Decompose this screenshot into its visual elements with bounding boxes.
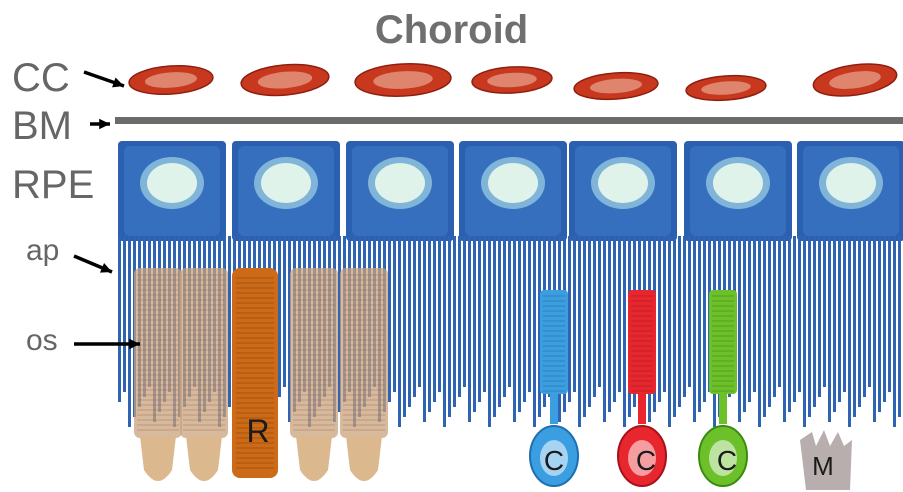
rod-inner-segment xyxy=(346,436,382,481)
rpe-nucleus xyxy=(713,163,763,203)
rpe-label: RPE xyxy=(12,163,94,208)
bm-label: BM xyxy=(12,104,72,149)
muller-cell-label: M xyxy=(803,451,843,482)
rpe-nucleus xyxy=(147,163,197,203)
os-label: os xyxy=(26,324,58,358)
red-cone-label: C xyxy=(626,445,666,477)
cone-stalk xyxy=(638,394,646,424)
rpe-nucleus xyxy=(488,163,538,203)
rod-outer-segment xyxy=(180,268,228,438)
rod-inner-segment xyxy=(140,436,176,481)
rod-label: R xyxy=(238,413,278,450)
green-cone-label: C xyxy=(707,445,747,477)
rod-inner-segment xyxy=(186,436,222,481)
diagram-title: Choroid xyxy=(0,8,903,53)
rpe-nucleus xyxy=(261,163,311,203)
rod-outer-segment xyxy=(134,268,182,438)
rpe-layer xyxy=(118,141,903,241)
rpe-nucleus xyxy=(375,163,425,203)
bruchs-membrane-line xyxy=(115,117,903,124)
cone-stalk xyxy=(550,394,558,424)
blue-cone-label: C xyxy=(534,445,574,477)
rod-inner-segment xyxy=(296,436,332,481)
ap-label: ap xyxy=(26,234,59,268)
cc-arrow-head xyxy=(112,78,124,88)
rod-outer-segment xyxy=(290,268,338,438)
rpe-nucleus xyxy=(598,163,648,203)
rpe-nucleus xyxy=(826,163,876,203)
choriocapillaris-layer xyxy=(128,59,899,102)
cone-stalk xyxy=(719,394,727,424)
cc-label: CC xyxy=(12,56,70,101)
rod-outer-segment xyxy=(340,268,388,438)
bm-arrow-head xyxy=(99,119,110,129)
